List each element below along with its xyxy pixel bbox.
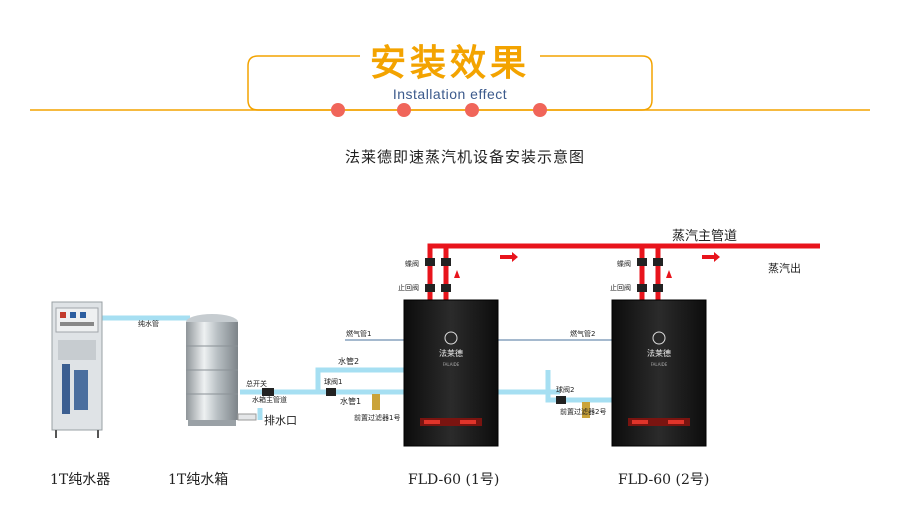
brand-logo-2: 法莱德 <box>647 348 671 358</box>
pre-filters <box>372 394 590 418</box>
label-pure-water-pipe: 纯水管 <box>138 319 159 328</box>
label-ball-valve-2: 球阀2 <box>556 385 574 394</box>
label-pre-filter-1: 前置过滤器1号 <box>354 413 400 422</box>
header-dot <box>465 103 479 117</box>
label-steam-out: 蒸汽出 <box>768 261 801 275</box>
label-ball-valve-1: 球阀1 <box>324 377 342 386</box>
label-total-switch: 总开关 <box>246 379 267 388</box>
header-dot <box>533 103 547 117</box>
steam-generator-2 <box>611 299 707 447</box>
label-drain: 排水口 <box>264 413 297 427</box>
header-frame <box>247 55 653 111</box>
label-check-valve-2: 止回阀 <box>610 283 631 292</box>
steam-flow-arrows <box>454 252 720 278</box>
header-dot <box>397 103 411 117</box>
valves <box>262 258 663 404</box>
label-main-steam-pipe: 蒸汽主管道 <box>672 229 737 244</box>
diagram-title: 法莱德即速蒸汽机设备安装示意图 <box>344 148 585 166</box>
label-water-purifier: 1T纯水器 <box>50 472 110 488</box>
label-unit-2: FLD-60 (2号) <box>618 472 709 488</box>
brand-sub-1: FALAIDE <box>443 362 460 367</box>
header-dot <box>331 103 345 117</box>
label-water-tank-main-pipe: 水箱主管道 <box>252 395 287 404</box>
label-water-pipe-1: 水管1 <box>340 396 361 406</box>
section-title: 安装效果 <box>369 43 530 84</box>
label-butterfly-valve-2: 蝶阀 <box>617 259 631 268</box>
label-gas-pipe-2: 燃气管2 <box>570 329 595 338</box>
label-butterfly-valve-1: 蝶阀 <box>405 259 419 268</box>
section-subtitle: Installation effect <box>392 86 508 102</box>
water-purifier <box>51 301 103 438</box>
water-pipes <box>100 315 612 420</box>
brand-logo-1: 法莱德 <box>439 348 463 358</box>
steam-generator-1 <box>403 299 499 447</box>
label-gas-pipe-1: 燃气管1 <box>346 329 371 338</box>
label-pre-filter-2: 前置过滤器2号 <box>560 407 606 416</box>
label-water-tank: 1T纯水箱 <box>168 472 228 488</box>
label-unit-1: FLD-60 (1号) <box>408 472 499 488</box>
water-tank <box>186 314 257 426</box>
brand-sub-2: FALAIDE <box>651 362 668 367</box>
label-water-pipe-2: 水管2 <box>338 356 359 366</box>
label-check-valve-1: 止回阀 <box>398 283 419 292</box>
